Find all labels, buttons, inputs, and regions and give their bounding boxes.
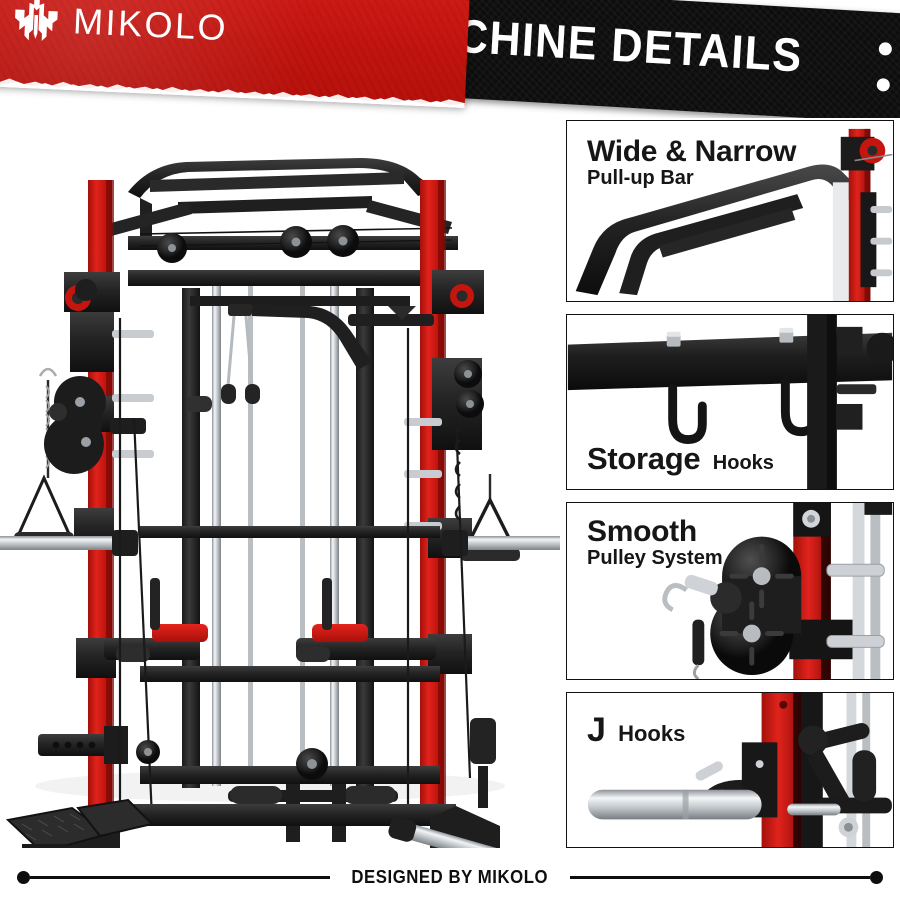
pulley-system-illustration xyxy=(567,503,893,679)
caption-title: Storage xyxy=(587,441,701,477)
footer-divider-left xyxy=(30,876,331,879)
footer: DESIGNED BY MIKOLO xyxy=(0,855,900,900)
storage-hooks-illustration xyxy=(567,315,893,489)
caption-subtitle: Pulley System xyxy=(587,546,723,569)
logo-banner: MIKOLO xyxy=(0,0,470,109)
header-banner: MACHINE DETAILS MIKOLO xyxy=(0,0,900,118)
panel-caption: Storage Hooks xyxy=(587,443,774,475)
power-rack-illustration xyxy=(0,158,560,848)
trident-emblem-icon xyxy=(15,0,58,42)
footer-divider-right xyxy=(569,876,870,879)
footer-text: DESIGNED BY MIKOLO xyxy=(351,867,549,887)
panel-pull-up-bar[interactable]: Wide & Narrow Pull-up Bar xyxy=(566,120,894,302)
panel-caption: J Hooks xyxy=(587,713,685,748)
brand-logo: MIKOLO xyxy=(12,0,229,51)
panel-storage-hooks[interactable]: Storage Hooks xyxy=(566,314,894,490)
panel-caption: Wide & Narrow Pull-up Bar xyxy=(587,135,797,189)
pull-up-bar-illustration xyxy=(567,121,893,301)
caption-subtitle: Pull-up Bar xyxy=(587,166,694,189)
detail-panels: Wide & Narrow Pull-up Bar xyxy=(566,120,894,848)
caption-subtitle: Hooks xyxy=(618,721,686,746)
product-image xyxy=(0,118,560,848)
caption-title: Smooth xyxy=(587,515,697,548)
caption-title: Wide & Narrow xyxy=(587,135,797,168)
caption-title: J xyxy=(587,711,606,749)
caption-subtitle: Hooks xyxy=(712,452,774,475)
banner-dot-icon xyxy=(876,77,891,92)
banner-dot-icon xyxy=(878,42,893,56)
footer-dot-icon xyxy=(17,871,31,884)
panel-j-hooks[interactable]: J Hooks xyxy=(566,692,894,848)
panel-pulley-system[interactable]: Smooth Pulley System xyxy=(566,502,894,680)
brand-name: MIKOLO xyxy=(72,0,229,49)
j-hooks-illustration xyxy=(568,693,892,847)
footer-dot-icon xyxy=(869,871,883,884)
panel-caption: Smooth Pulley System xyxy=(587,515,723,569)
torn-edge-decoration xyxy=(0,74,465,109)
